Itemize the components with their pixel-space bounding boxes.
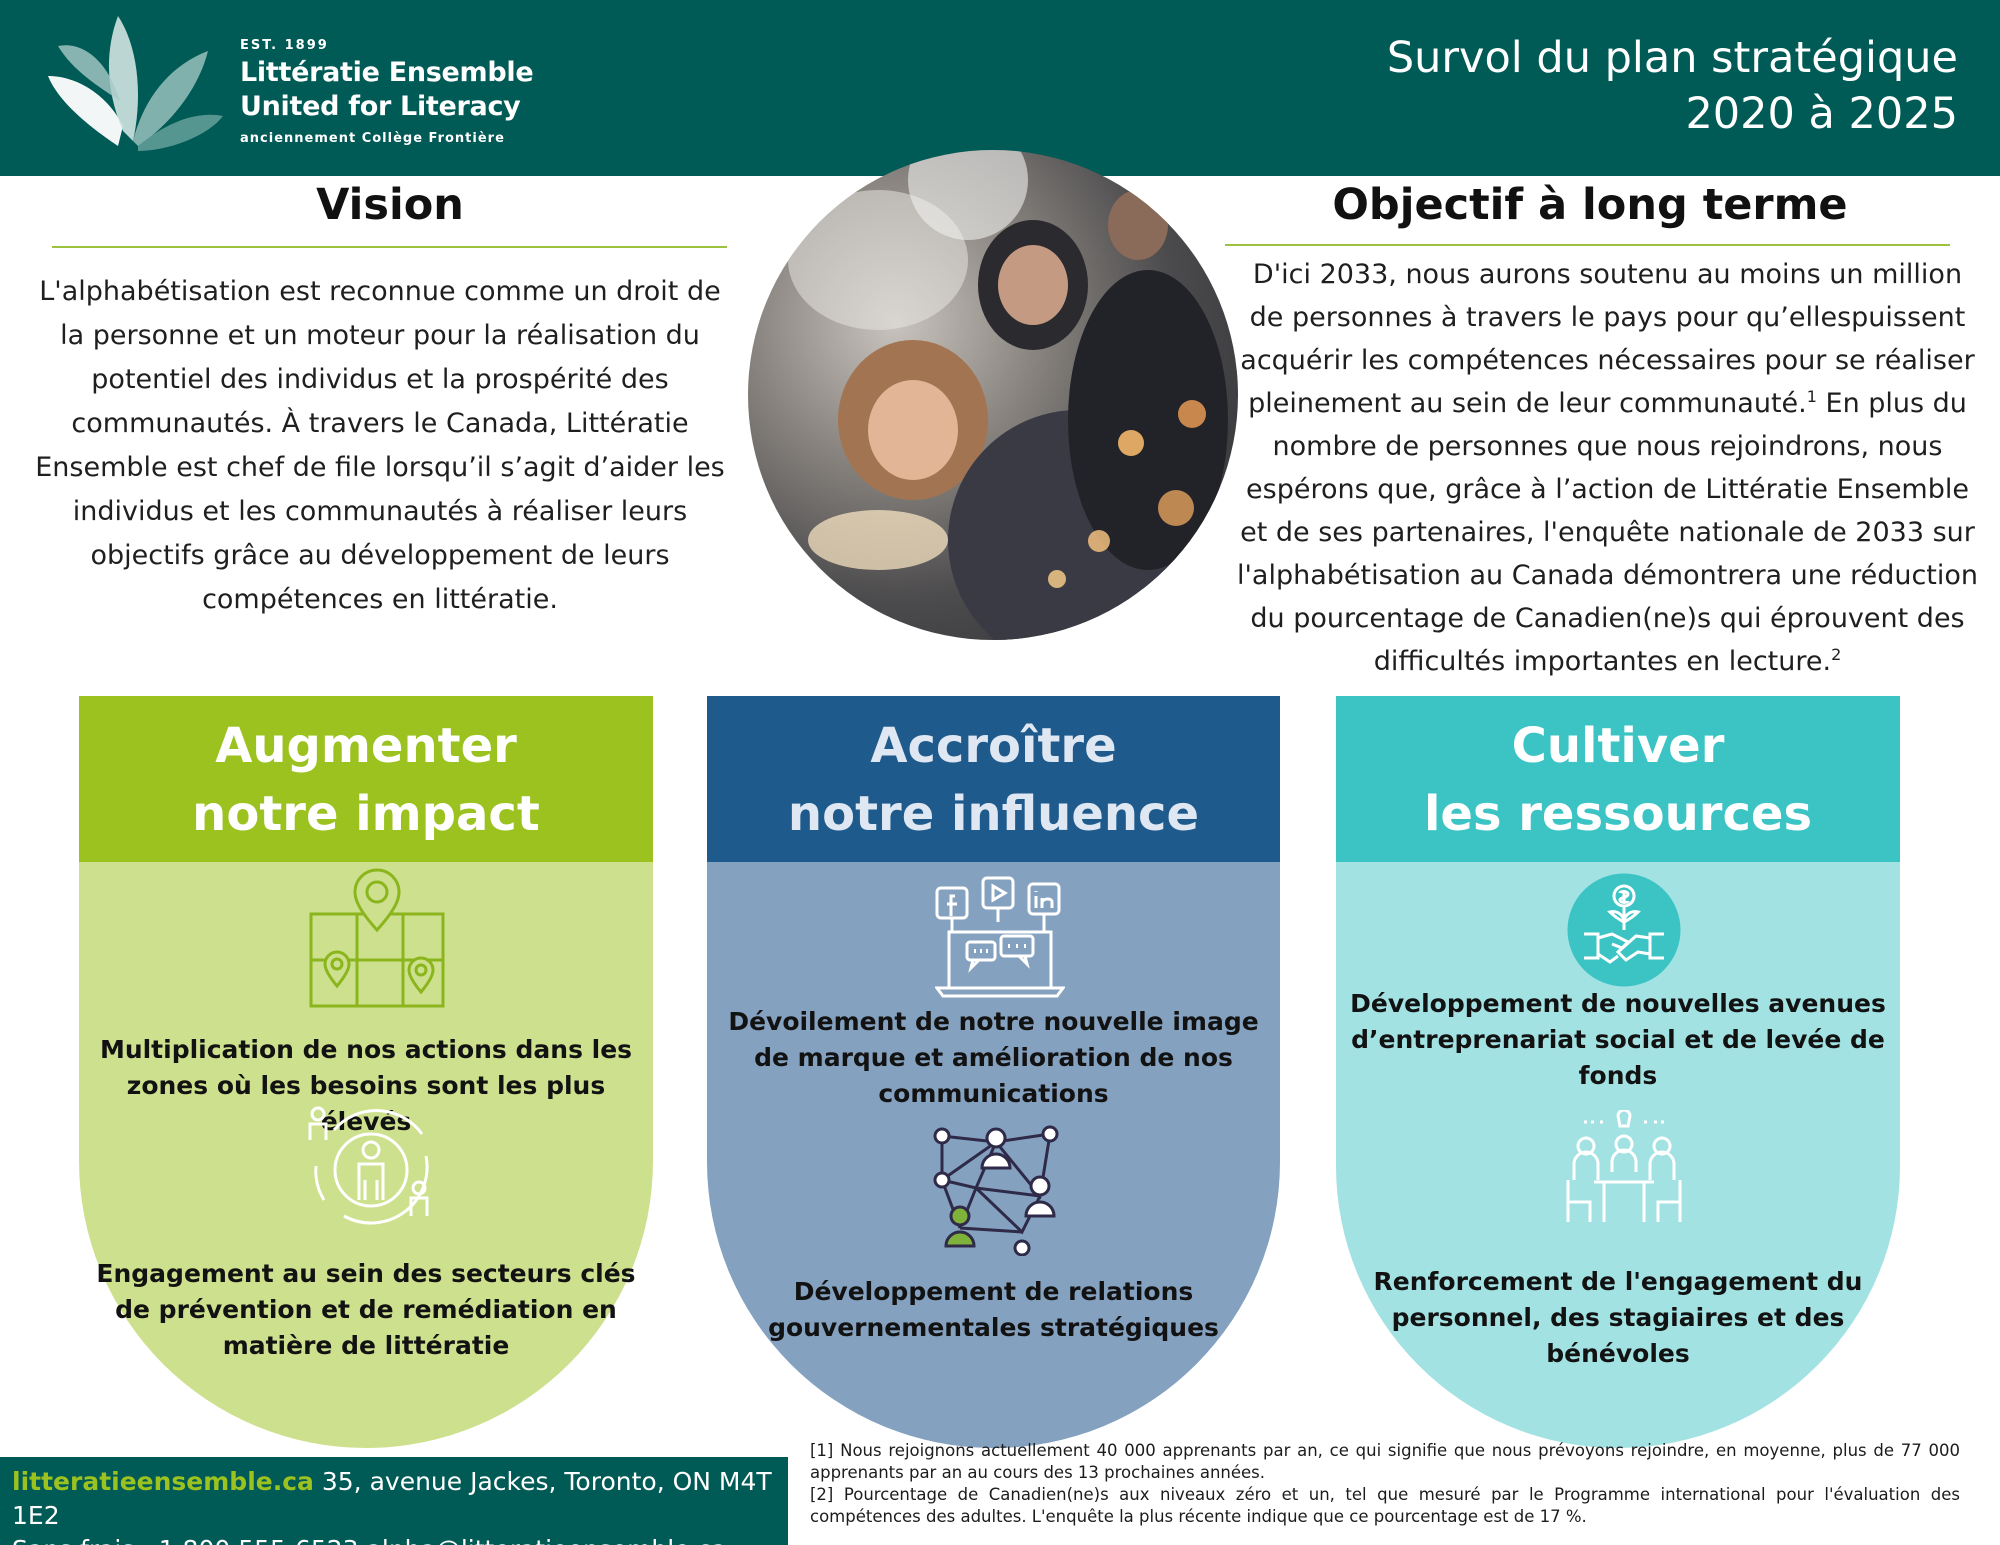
pillar-influence-title-line1: Accroître [870,718,1117,774]
goal-text-part1: D'ici 2033, nous aurons soutenu au moins… [1240,259,1975,419]
pillar-influence-item-2: Développement de relations gouvernementa… [768,1277,1219,1342]
pillar-influence-header: Accroître notre influence [707,696,1280,862]
pillar-influence-item-1: Dévoilement de notre nouvelle image de m… [728,1007,1259,1108]
pillar-influence-title: Accroître notre influence [707,712,1280,848]
footnotes: [1] Nous rejoignons actuellement 40 000 … [810,1440,1960,1528]
pillar-resources-item-1: Développement de nouvelles avenues d’ent… [1350,989,1886,1090]
vision-text: L'alphabétisation est reconnue comme un … [35,276,725,615]
people-target-icon [308,1106,429,1225]
footnote-ref-2: 2 [1831,645,1842,664]
page-title-line1: Survol du plan stratégique [1386,33,1958,83]
goal-title: Objectif à long terme [1332,180,1848,230]
open-book-logo-icon [48,16,223,151]
pillar-resources-title-line2: les ressources [1423,786,1813,842]
page-title: Survol du plan stratégique 2020 à 2025 [1387,30,1958,142]
logo-name: Littératie Ensemble United for Literacy [240,56,534,124]
network-people-icon [933,1125,1059,1256]
goal-divider [1225,244,1950,246]
pillar-resources-title-line1: Cultiver [1511,718,1725,774]
pillar-impact-title-line1: Augmenter [215,718,517,774]
pillar-influence-title-line2: notre influence [787,786,1200,842]
pillar-impact-title: Augmenter notre impact [79,712,653,848]
pillar-resources: Cultiver les ressources Développement de… [1336,696,1900,1448]
footnote-1: [1] Nous rejoignons actuellement 40 000 … [810,1441,1960,1482]
team-photo [748,150,1238,640]
vision-divider [52,246,727,248]
header-banner: EST. 1899 Littératie Ensemble United for… [0,0,2000,176]
pillar-impact-item-2: Engagement au sein des secteurs clés de … [96,1259,636,1360]
pillar-resources-header: Cultiver les ressources [1336,696,1900,862]
pillar-influence: Accroître notre influence Dévoilement de… [707,696,1280,1448]
goal-text-part2: En plus du nombre de personnes que nous … [1236,388,1979,677]
pillar-impact-header: Augmenter notre impact [79,696,653,862]
footnote-ref-1: 1 [1806,387,1817,406]
website-link[interactable]: litteratieensemble.ca [12,1467,314,1496]
footer-contact: Sans frais : 1 800 555-6523 alpha@litter… [12,1533,788,1545]
footer-address: 35, avenue Jackes, Toronto, ON M4T 1E2 [12,1467,772,1530]
handshake-funding-icon [1567,873,1681,987]
contact-footer: litteratieensemble.ca 35, avenue Jackes,… [0,1457,788,1545]
pillar-impact: Augmenter notre impact Multiplication de… [79,696,653,1448]
footer-line1: litteratieensemble.ca 35, avenue Jackes,… [12,1465,788,1533]
logo-subtitle: anciennement Collège Frontière [240,131,505,146]
social-media-laptop-icon [935,876,1065,998]
team-meeting-icon [1566,1110,1682,1222]
logo-name-en: United for Literacy [240,91,521,122]
page-title-line2: 2020 à 2025 [1685,89,1958,139]
pillar-impact-title-line2: notre impact [192,786,540,842]
logo-name-fr: Littératie Ensemble [240,57,534,88]
vision-title: Vision [316,180,464,230]
footnote-2: [2] Pourcentage de Canadien(ne)s aux niv… [810,1485,1960,1526]
pillar-impact-item-1: Multiplication de nos actions dans les z… [99,1035,633,1136]
logo-established: EST. 1899 [240,38,329,53]
map-pins-icon [309,868,445,1008]
pillar-resources-item-2: Renforcement de l'engagement du personne… [1373,1267,1863,1368]
goal-text: D'ici 2033, nous aurons soutenu au moins… [1235,253,1980,683]
pillar-resources-title: Cultiver les ressources [1336,712,1900,848]
